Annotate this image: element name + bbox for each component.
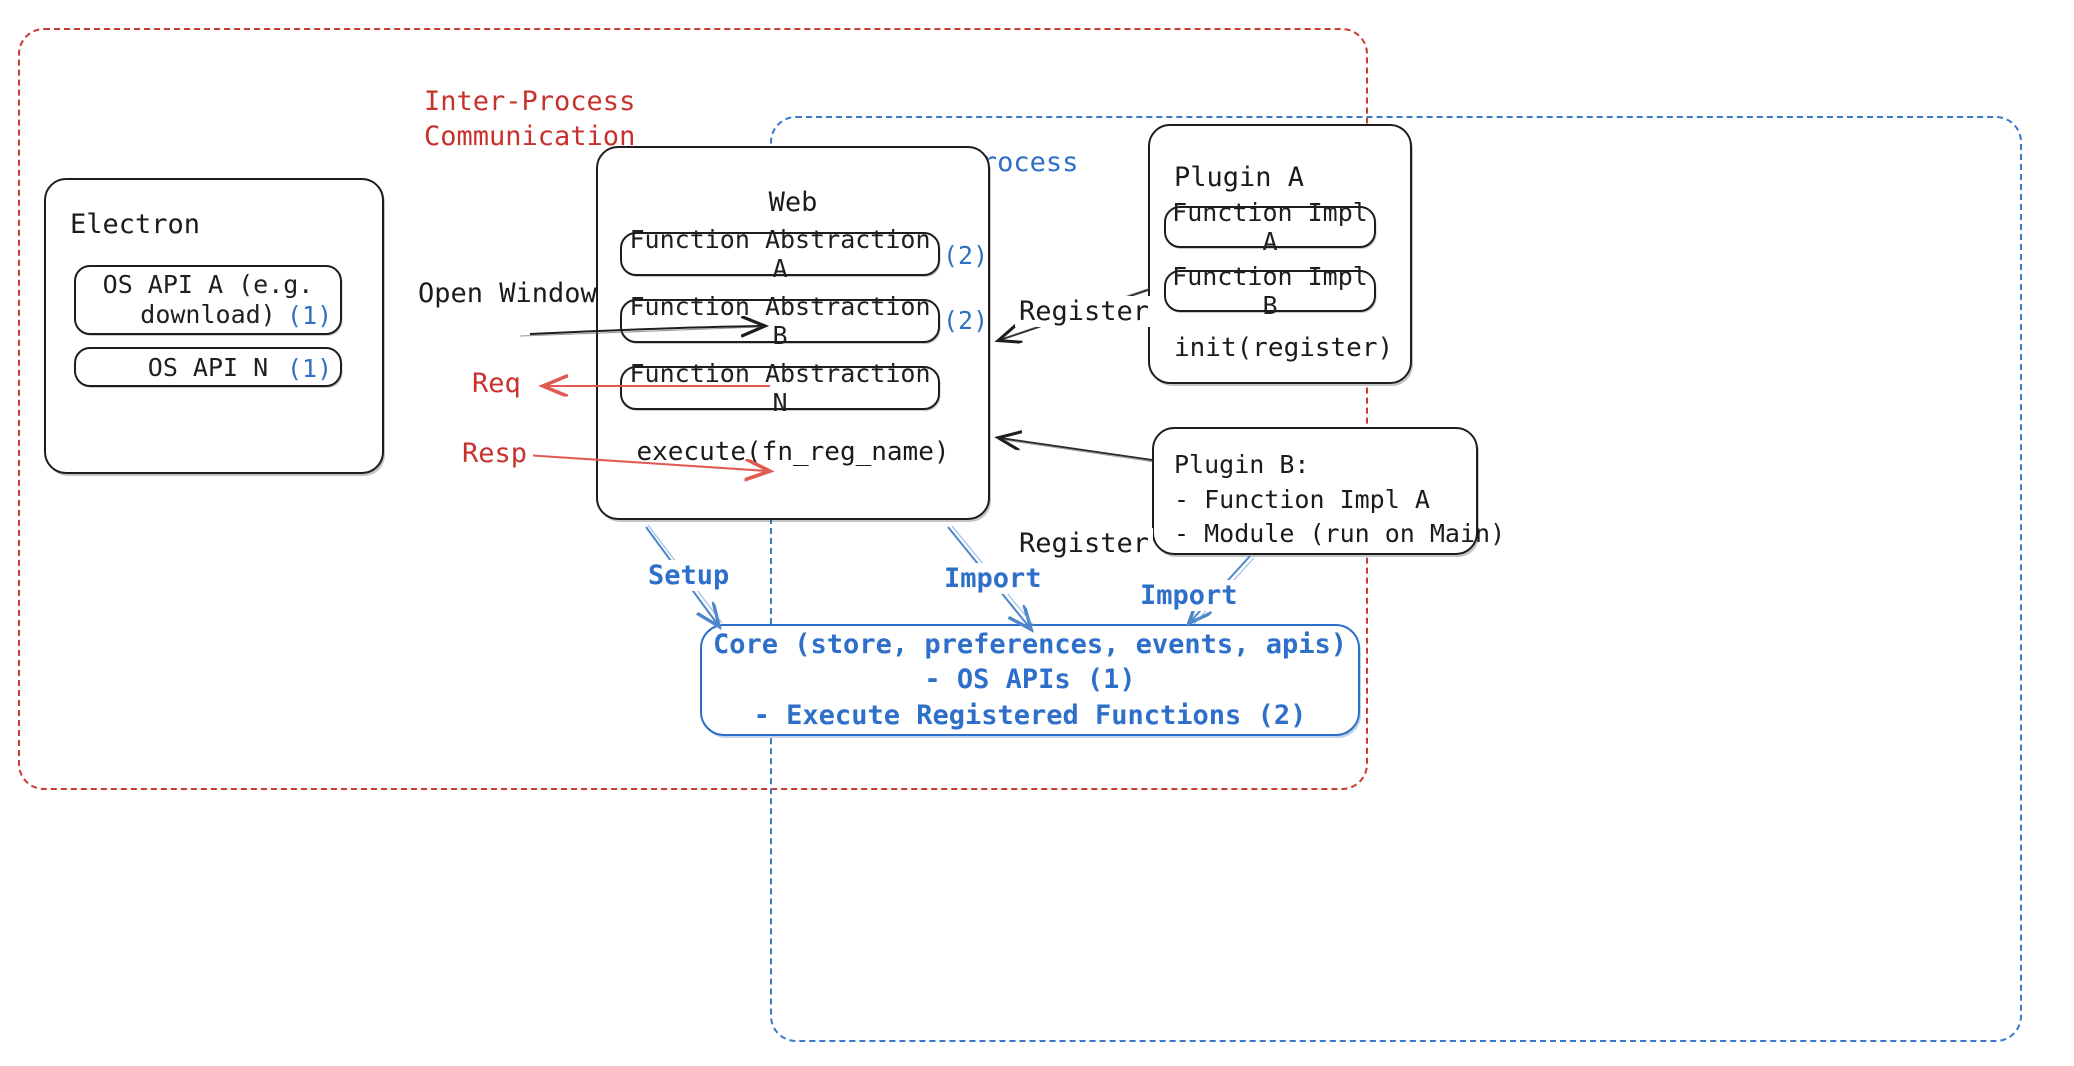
core-line-3: - Execute Registered Functions (2) (753, 699, 1307, 731)
plugin-b-box[interactable] (1152, 427, 1478, 555)
edge-label-req: Req (466, 368, 527, 399)
plugin-a-function-impl-a-box[interactable]: Function Impl A (1164, 198, 1376, 256)
os-api-n-box[interactable]: OS API N (74, 347, 342, 387)
plugin-a-init-label: init(register) (1174, 333, 1394, 363)
region-ipc-label: Inter-Process Communication (424, 86, 636, 152)
edge-label-import-plugin: Import (1136, 580, 1242, 611)
region-rendering-process (770, 116, 2022, 1042)
core-line-1: Core (store, preferences, events, apis) (713, 629, 1347, 661)
web-execute-label: execute(fn_reg_name) (636, 437, 950, 467)
plugin-b-line-1: Plugin B: (1174, 450, 1310, 479)
plugin-a-function-impl-b-label: Function Impl B (1172, 262, 1368, 320)
edge-label-register-plugin-b: Register (1015, 528, 1154, 559)
os-api-n-marker: (1) (287, 354, 333, 383)
plugin-b-line-3: - Module (run on Main) (1174, 519, 1506, 548)
electron-title: Electron (70, 209, 201, 240)
core-box[interactable]: Core (store, preferences, events, apis) … (700, 624, 1360, 736)
core-line-2: - OS APIs (1) (924, 664, 1136, 696)
function-abstraction-a-label: Function Abstraction A (629, 225, 931, 283)
function-abstraction-a-box[interactable]: Function Abstraction A (620, 225, 940, 283)
function-abstraction-b-box[interactable]: Function Abstraction B (620, 292, 940, 350)
os-api-a-label: OS API A (e.g. download) (102, 269, 314, 330)
plugin-b-line-2: - Function Impl A (1174, 485, 1430, 514)
edge-label-import-web: Import (940, 563, 1046, 594)
os-api-a-marker: (1) (287, 301, 333, 330)
edge-label-resp: Resp (456, 438, 534, 469)
function-abstraction-b-marker: (2) (943, 306, 989, 335)
region-inter-process-communication (18, 28, 1368, 790)
function-abstraction-n-label: Function Abstraction N (629, 359, 931, 417)
edge-label-register-plugin-a: Register (1015, 296, 1154, 327)
edge-label-setup: Setup (644, 560, 734, 591)
os-api-a-box[interactable]: OS API A (e.g. download) (74, 265, 342, 335)
edge-label-open-window: Open Window (418, 278, 597, 309)
plugin-a-function-impl-b-box[interactable]: Function Impl B (1164, 262, 1376, 320)
plugin-a-function-impl-a-label: Function Impl A (1172, 198, 1368, 256)
function-abstraction-a-marker: (2) (943, 241, 989, 270)
function-abstraction-b-label: Function Abstraction B (629, 292, 931, 350)
web-title: Web (768, 187, 818, 218)
function-abstraction-n-box[interactable]: Function Abstraction N (620, 359, 940, 417)
plugin-a-title: Plugin A (1174, 162, 1305, 193)
os-api-n-label: OS API N (147, 352, 269, 382)
plugin-a-box[interactable] (1148, 124, 1412, 384)
